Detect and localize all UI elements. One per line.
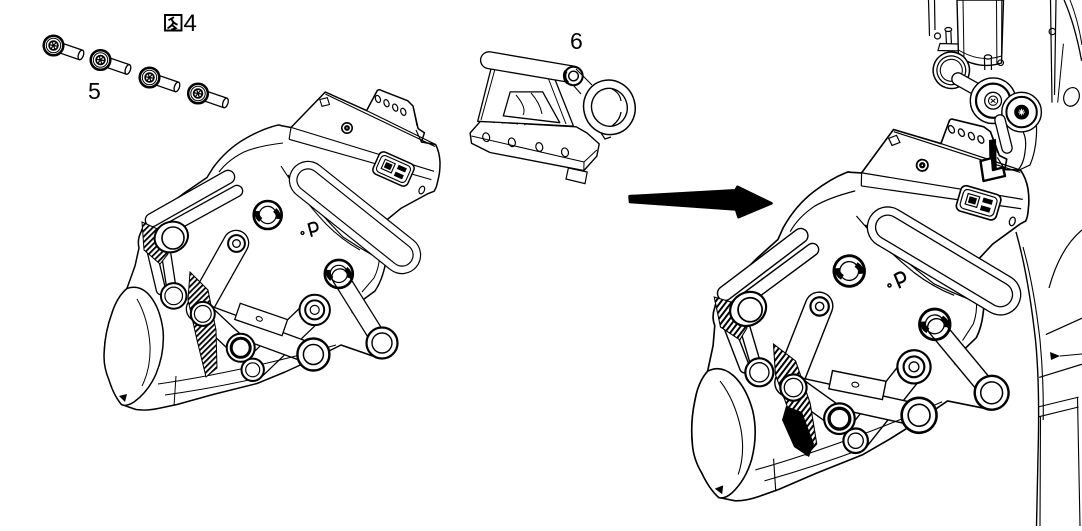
svg-text:4: 4: [184, 10, 197, 37]
svg-text:5: 5: [88, 78, 101, 104]
svg-text:6: 6: [570, 28, 583, 54]
